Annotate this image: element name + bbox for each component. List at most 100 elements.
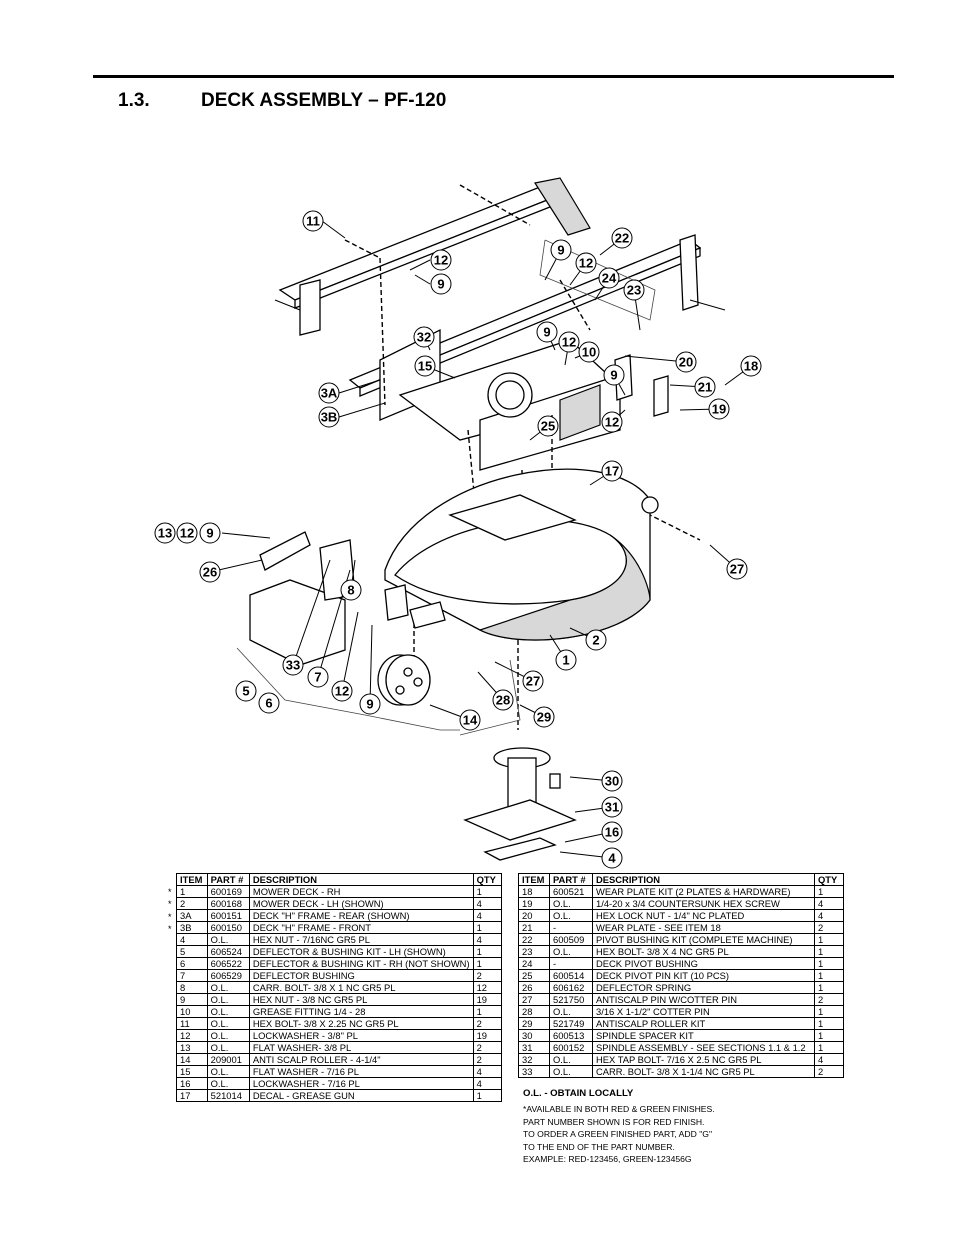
- cell-item: 10: [176, 1005, 208, 1018]
- callout-25: 25: [537, 415, 559, 437]
- cell-part: O.L.: [206, 1017, 250, 1030]
- callout-5: 5: [235, 680, 257, 702]
- cell-description: DEFLECTOR SPRING: [592, 981, 815, 994]
- callout-18: 18: [740, 355, 762, 377]
- callout-label: 30: [605, 774, 619, 789]
- callout-1: 1: [555, 649, 577, 671]
- cell-item: 3A: [176, 909, 208, 922]
- cell-qty: 1: [814, 1041, 844, 1054]
- cell-description: HEX NUT - 3/8 NC GR5 PL: [248, 993, 474, 1006]
- cell-part: O.L.: [206, 1029, 250, 1042]
- cell-qty: 1: [814, 1029, 844, 1042]
- cell-part: 521749: [549, 1017, 593, 1030]
- callout-label: 9: [437, 277, 444, 292]
- cell-part: -: [549, 921, 593, 934]
- cell-description: ANTISCALP ROLLER KIT: [592, 1017, 815, 1030]
- cell-qty: 2: [472, 969, 503, 982]
- cell-description: FLAT WASHER - 7/16 PL: [248, 1065, 474, 1078]
- callout-27: 27: [522, 670, 544, 692]
- callout-label: 9: [557, 243, 564, 258]
- callout-label: 12: [579, 256, 593, 271]
- callout-label: 11: [306, 214, 320, 229]
- callout-label: 25: [541, 419, 555, 434]
- cell-item: 9: [176, 993, 208, 1006]
- callout-13: 13: [154, 522, 176, 544]
- callout-label: 9: [366, 697, 373, 712]
- callout-9: 9: [603, 364, 625, 386]
- callout-21: 21: [694, 376, 716, 398]
- cell-item: 27: [518, 993, 550, 1006]
- cell-item: 13: [176, 1041, 208, 1054]
- availability-asterisk: *: [168, 887, 172, 897]
- footnote-line: *AVAILABLE IN BOTH RED & GREEN FINISHES.: [523, 1104, 715, 1114]
- callout-label: 3B: [321, 410, 338, 425]
- callout-7: 7: [307, 666, 329, 688]
- callout-label: 2: [592, 633, 599, 648]
- callout-label: 14: [463, 713, 478, 728]
- cell-qty: 2: [472, 1053, 503, 1066]
- section-number: 1.3.: [118, 90, 150, 111]
- cell-item: 24: [518, 957, 550, 970]
- callout-12: 12: [331, 680, 353, 702]
- cell-part: O.L.: [206, 933, 250, 946]
- cell-item: 2: [176, 897, 208, 910]
- cell-qty: 4: [472, 1077, 503, 1090]
- callout-9: 9: [199, 522, 221, 544]
- cell-part: -: [549, 957, 593, 970]
- cell-item: 25: [518, 969, 550, 982]
- cell-description: DECAL - GREASE GUN: [248, 1089, 474, 1102]
- cell-part: 521750: [549, 993, 593, 1006]
- cell-description: LOCKWASHER - 7/16 PL: [248, 1077, 474, 1090]
- cell-part: 600514: [549, 969, 593, 982]
- callout-29: 29: [533, 706, 555, 728]
- callout-label: 17: [605, 464, 619, 479]
- callout-label: 22: [615, 231, 629, 246]
- cell-description: DECK "H" FRAME - REAR (SHOWN): [248, 909, 474, 922]
- cell-qty: 1: [472, 957, 503, 970]
- cell-qty: 19: [472, 993, 503, 1006]
- callout-8: 8: [340, 579, 362, 601]
- cell-item: 29: [518, 1017, 550, 1030]
- cell-qty: 4: [472, 909, 503, 922]
- header-item: ITEM: [518, 873, 550, 886]
- anti-scalp-roller: [377, 584, 446, 706]
- callout-24: 24: [598, 267, 620, 289]
- callout-label: 26: [203, 565, 217, 580]
- cell-part: 600152: [549, 1041, 593, 1054]
- callout-32: 32: [413, 326, 435, 348]
- section-title: DECK ASSEMBLY – PF-120: [201, 90, 447, 111]
- callout-31: 31: [601, 796, 623, 818]
- callout-33: 33: [282, 654, 304, 676]
- cell-part: 209001: [206, 1053, 250, 1066]
- cell-qty: 2: [814, 993, 844, 1006]
- cell-description: LOCKWASHER - 3/8" PL: [248, 1029, 474, 1042]
- callout-28: 28: [492, 689, 514, 711]
- cell-qty: 1: [472, 945, 503, 958]
- callout-label: 12: [335, 684, 349, 699]
- callout-label: 1: [562, 653, 569, 668]
- callout-12: 12: [430, 249, 452, 271]
- callout-4: 4: [601, 847, 623, 869]
- cell-item: 19: [518, 897, 550, 910]
- callout-12: 12: [176, 522, 198, 544]
- callout-label: 9: [610, 368, 617, 383]
- callout-17: 17: [601, 460, 623, 482]
- callout-30: 30: [601, 770, 623, 792]
- cell-part: 600168: [206, 897, 250, 910]
- callout-9: 9: [430, 273, 452, 295]
- cell-item: 12: [176, 1029, 208, 1042]
